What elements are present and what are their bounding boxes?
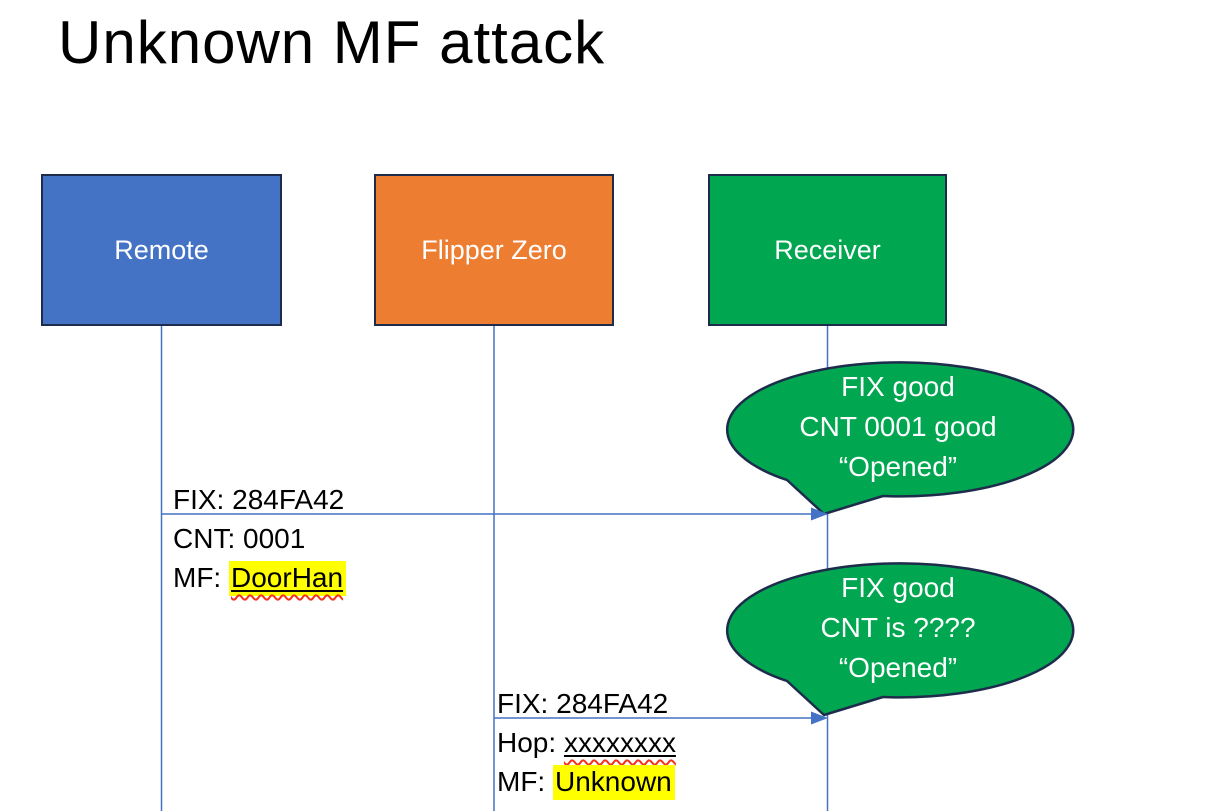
actor-label-remote: Remote — [114, 234, 209, 265]
callout-bubble-1 — [725, 361, 1075, 516]
message-1-mf-prefix: MF: — [173, 562, 229, 593]
callout-2-line-1: FIX good — [841, 572, 955, 603]
message-2-mf-value: Unknown — [553, 765, 675, 800]
message-1-mf-value: DoorHan — [231, 562, 344, 593]
message-2-mf-line: MF: Unknown — [497, 762, 676, 801]
page-title: Unknown MF attack — [58, 9, 606, 76]
message-arrow-1-head — [811, 507, 828, 521]
callout-2-line-3: “Opened” — [838, 652, 958, 683]
message-2-hop-prefix: Hop: — [497, 727, 564, 758]
actor-label-flipper-zero: Flipper Zero — [421, 234, 567, 265]
callout-1-line-3: “Opened” — [838, 451, 958, 482]
message-2-label: FIX: 284FA42 Hop: xxxxxxxx MF: Unknown — [497, 684, 676, 801]
message-1-fix-line: FIX: 284FA42 — [173, 484, 345, 515]
message-2-hop-line: Hop: xxxxxxxx — [497, 723, 676, 762]
callout-2-line-2: CNT is ???? — [820, 612, 976, 643]
callout-1-line-1: FIX good — [841, 371, 955, 402]
actor-box-flipper-zero: Flipper Zero — [374, 174, 614, 326]
message-1-mf-line: MF: DoorHan — [173, 558, 347, 597]
actor-box-receiver: Receiver — [708, 174, 947, 326]
message-2-fix-line: FIX: 284FA42 — [497, 688, 669, 719]
message-arrow-2-head — [811, 711, 828, 725]
callout-bubble-2 — [725, 562, 1075, 717]
message-1-mf-highlight: DoorHan — [229, 561, 347, 596]
message-2-hop-underline: xxxxxxxx — [564, 727, 676, 758]
message-1-label: FIX: 284FA42 CNT: 0001 MF: DoorHan — [173, 480, 347, 597]
message-2-mf-prefix: MF: — [497, 766, 553, 797]
actor-box-remote: Remote — [41, 174, 282, 326]
message-2-hop-value: xxxxxxxx — [563, 727, 676, 758]
callout-1-line-2: CNT 0001 good — [799, 411, 997, 442]
callout-2-text: FIX good CNT is ???? “Opened” — [726, 568, 1070, 688]
actor-label-receiver: Receiver — [774, 234, 881, 265]
callout-1-text: FIX good CNT 0001 good “Opened” — [726, 367, 1070, 487]
message-1-cnt-line: CNT: 0001 — [173, 523, 306, 554]
